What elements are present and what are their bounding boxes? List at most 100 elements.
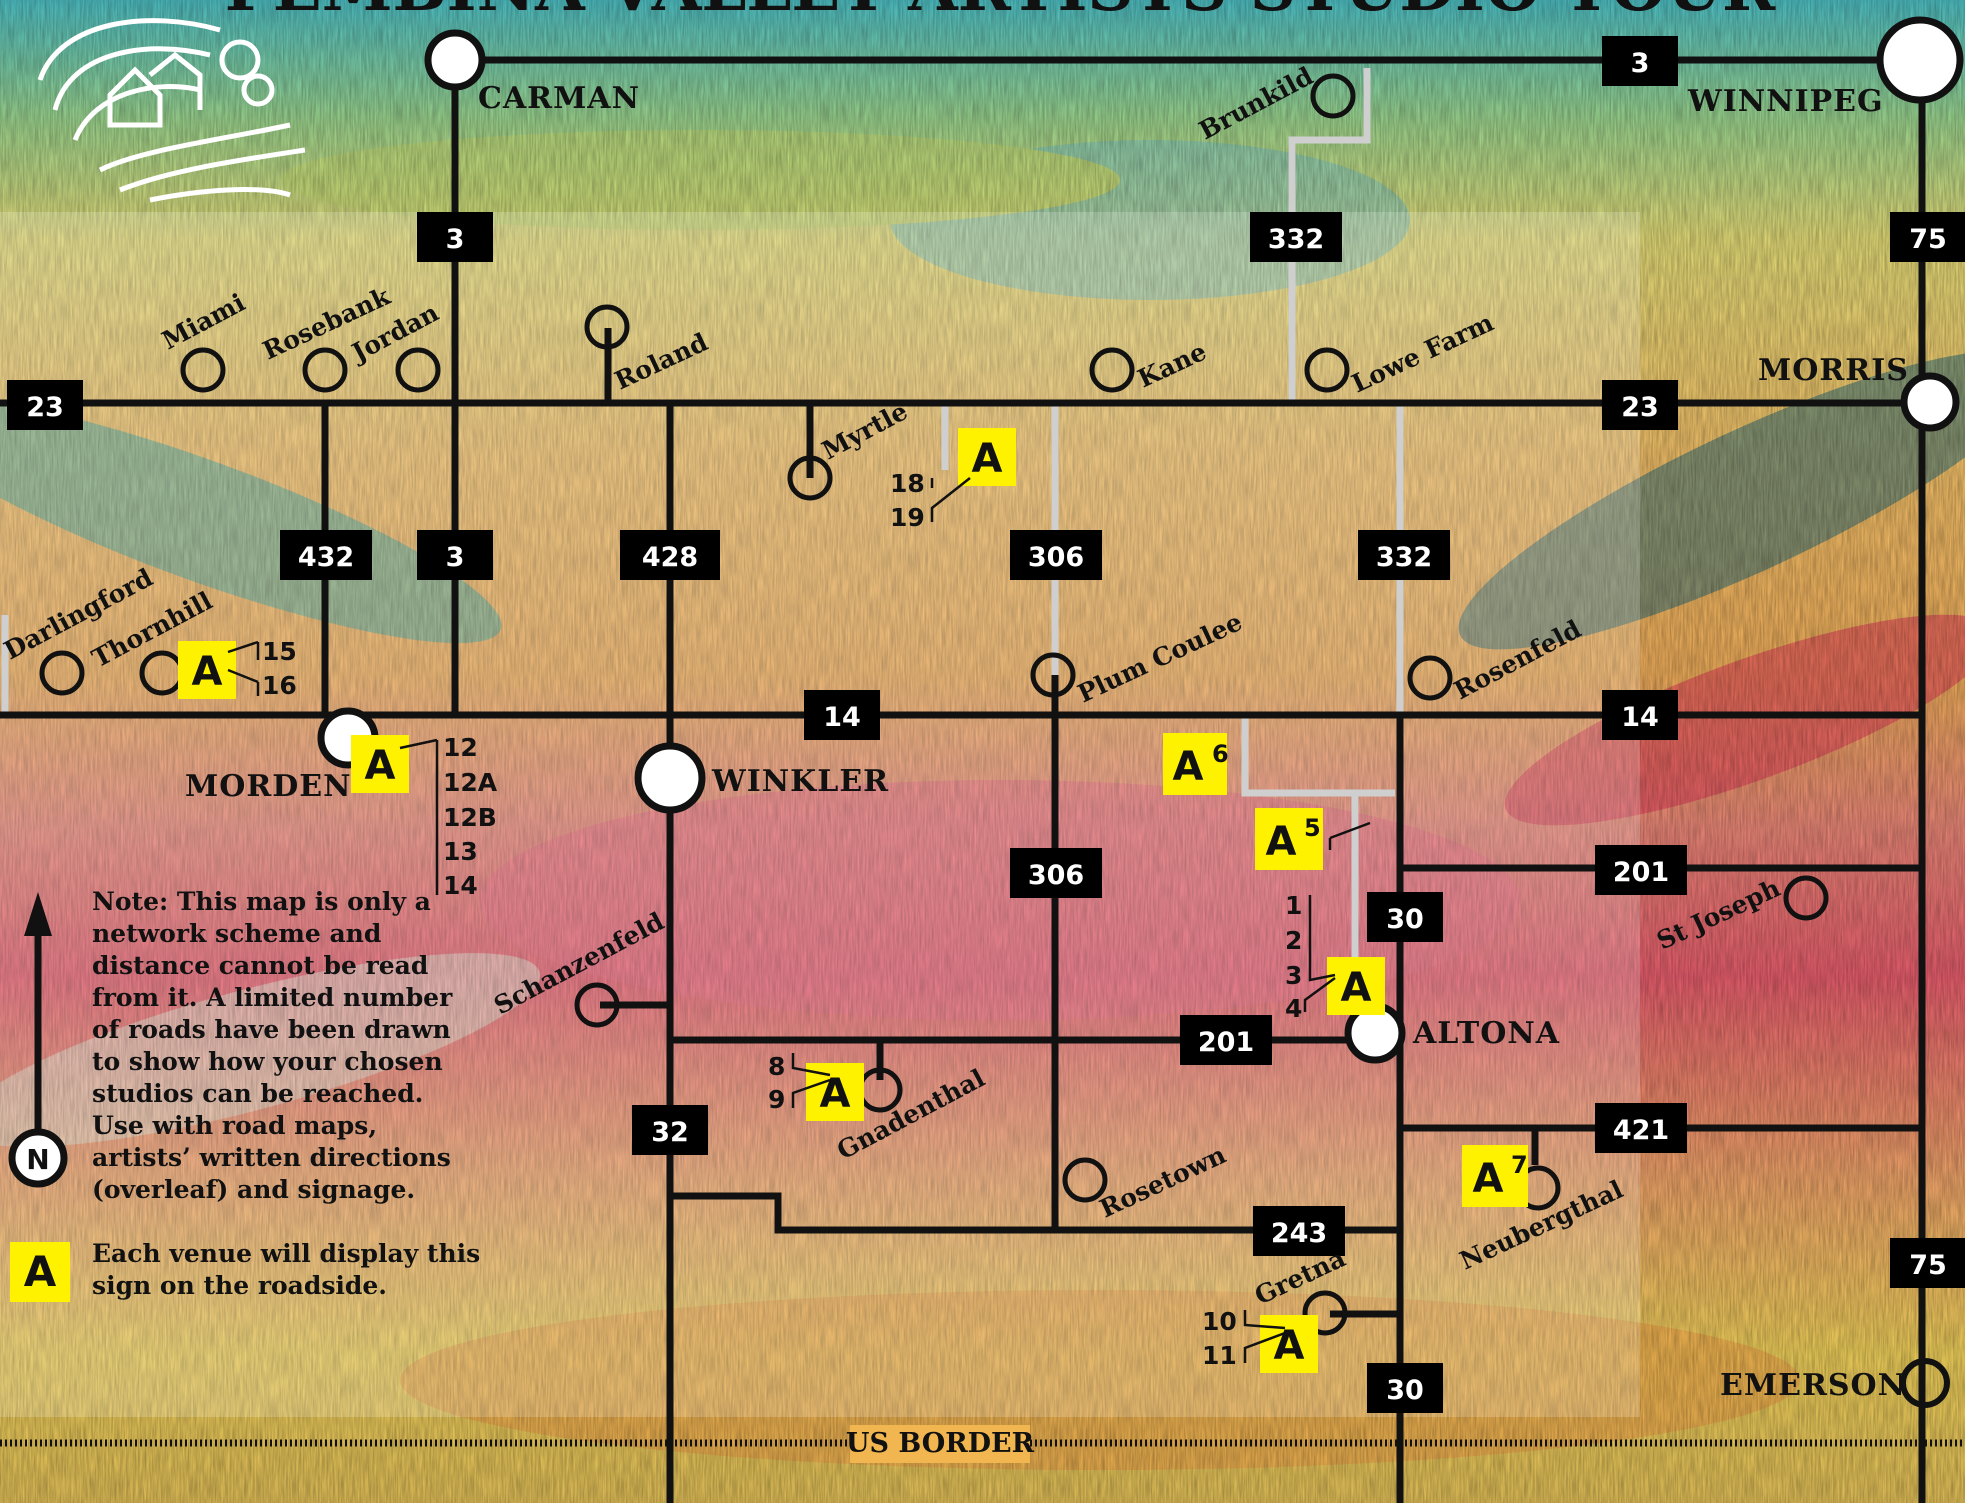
hwy-shield-14-east: 14 xyxy=(1602,690,1678,740)
place-marker-jordan xyxy=(395,347,441,393)
svg-text:12: 12 xyxy=(443,733,478,762)
svg-text:32: 32 xyxy=(651,1117,689,1148)
svg-text:10: 10 xyxy=(1202,1307,1237,1336)
svg-text:14: 14 xyxy=(1621,702,1659,733)
svg-text:5: 5 xyxy=(1304,814,1321,842)
venue-sign-18-19: A 18 19 xyxy=(890,428,1016,532)
hwy-shield-421: 421 xyxy=(1595,1103,1687,1153)
legend-text: Each venue will display this sign on the… xyxy=(92,1239,481,1300)
venue-sign-10-11: A 10 11 xyxy=(1202,1307,1318,1373)
svg-text:23: 23 xyxy=(1621,392,1659,423)
svg-text:243: 243 xyxy=(1271,1218,1327,1249)
svg-text:6: 6 xyxy=(1212,740,1229,768)
hwy-shield-30-north: 30 xyxy=(1367,892,1443,942)
svg-text:3: 3 xyxy=(446,224,465,255)
svg-text:A: A xyxy=(1473,1156,1504,1202)
town-label-winnipeg: WINNIPEG xyxy=(1687,84,1884,119)
hwy-shield-332-north: 332 xyxy=(1250,212,1342,262)
svg-text:A: A xyxy=(1274,1323,1305,1369)
svg-text:11: 11 xyxy=(1202,1341,1237,1370)
north-arrow: N xyxy=(8,892,68,1188)
svg-text:12B: 12B xyxy=(443,803,497,832)
venue-sign-8-9: A 8 9 xyxy=(768,1052,864,1121)
svg-text:A: A xyxy=(1341,965,1372,1011)
svg-text:75: 75 xyxy=(1909,224,1947,255)
svg-text:19: 19 xyxy=(890,503,925,532)
us-border: US BORDER xyxy=(0,1425,1965,1463)
place-marker-plum-coulee xyxy=(1030,652,1076,698)
svg-text:14: 14 xyxy=(823,702,861,733)
town-label-morden: MORDEN xyxy=(185,769,352,804)
svg-text:1: 1 xyxy=(1285,891,1302,920)
hwy-shield-32: 32 xyxy=(632,1105,708,1155)
north-label: N xyxy=(26,1143,49,1176)
place-marker-schanzenfeld xyxy=(574,982,620,1028)
place-marker-kane xyxy=(1089,347,1135,393)
svg-text:306: 306 xyxy=(1028,860,1084,891)
svg-text:30: 30 xyxy=(1386,1375,1424,1406)
venue-sign-5: A 5 xyxy=(1255,808,1371,870)
town-marker-carman xyxy=(424,29,486,91)
hwy-shield-201-east: 201 xyxy=(1595,845,1687,895)
svg-text:428: 428 xyxy=(642,542,698,573)
svg-text:201: 201 xyxy=(1613,857,1669,888)
svg-text:18: 18 xyxy=(890,469,925,498)
svg-text:306: 306 xyxy=(1028,542,1084,573)
venue-sign-7: A 7 xyxy=(1462,1145,1528,1207)
hwy-shield-23-west: 23 xyxy=(7,380,83,430)
hwy-shield-201-west: 201 xyxy=(1180,1015,1272,1065)
highway-shields: 3 3 75 23 23 432 3 428 306 332 332 14 14… xyxy=(7,36,1965,1413)
svg-text:A: A xyxy=(192,649,223,695)
hwy-shield-23-east: 23 xyxy=(1602,380,1678,430)
tour-logo xyxy=(37,18,306,203)
town-marker-winnipeg xyxy=(1876,16,1964,104)
town-label-altona: ALTONA xyxy=(1412,1016,1560,1051)
svg-text:8: 8 xyxy=(768,1052,785,1081)
venues: A 18 19 A 15 16 A 12 12A 12B 13 14 A xyxy=(178,428,1528,1373)
hwy-shield-306-north: 306 xyxy=(1010,530,1102,580)
town-label-winkler: WINKLER xyxy=(711,764,889,799)
svg-text:432: 432 xyxy=(298,542,354,573)
place-marker-st-joseph xyxy=(1783,875,1829,921)
svg-text:15: 15 xyxy=(262,637,297,666)
hwy-shield-3-middle: 3 xyxy=(417,530,493,580)
map-note: Note: This map is only a network scheme … xyxy=(92,887,453,1204)
hwy-shield-243: 243 xyxy=(1253,1206,1345,1256)
place-marker-rosenfeld xyxy=(1407,655,1453,701)
legend-venue-sign: A xyxy=(10,1242,70,1302)
place-marker-roland xyxy=(584,304,630,350)
venue-sign-15-16: A 15 16 xyxy=(178,637,297,700)
hwy-shield-432: 432 xyxy=(280,530,372,580)
svg-text:4: 4 xyxy=(1285,994,1302,1023)
svg-text:3: 3 xyxy=(1285,961,1302,990)
svg-text:A: A xyxy=(1266,819,1297,865)
svg-text:9: 9 xyxy=(768,1085,785,1114)
hwy-shield-428: 428 xyxy=(620,530,720,580)
svg-text:14: 14 xyxy=(443,871,478,900)
place-marker-darlingford xyxy=(39,650,85,696)
venue-sign-1-4: A 1 2 3 4 xyxy=(1285,891,1385,1023)
svg-text:30: 30 xyxy=(1386,904,1424,935)
hwy-shield-75-south: 75 xyxy=(1890,1238,1965,1288)
hwy-shield-30-south: 30 xyxy=(1367,1363,1443,1413)
hwy-shield-332-south: 332 xyxy=(1358,530,1450,580)
place-marker-rosetown xyxy=(1062,1157,1108,1203)
place-marker-brunkild xyxy=(1310,73,1356,119)
us-border-label: US BORDER xyxy=(846,1428,1035,1459)
hwy-shield-306-south: 306 xyxy=(1010,848,1102,898)
place-marker-rosebank xyxy=(302,347,348,393)
hwy-shield-75-north: 75 xyxy=(1890,212,1965,262)
svg-text:A: A xyxy=(972,436,1003,482)
map-title: PEMBINA VALLEY ARTISTS STUDIO TOUR xyxy=(225,0,1776,26)
svg-text:332: 332 xyxy=(1376,542,1432,573)
svg-text:2: 2 xyxy=(1285,926,1302,955)
svg-text:332: 332 xyxy=(1268,224,1324,255)
venue-sign-12-14: A 12 12A 12B 13 14 xyxy=(351,733,498,900)
svg-text:7: 7 xyxy=(1511,1151,1528,1179)
svg-text:3: 3 xyxy=(446,542,465,573)
town-marker-emerson xyxy=(1900,1358,1950,1408)
place-marker-gretna xyxy=(1302,1290,1348,1336)
svg-text:A: A xyxy=(820,1071,851,1117)
svg-text:16: 16 xyxy=(262,671,297,700)
